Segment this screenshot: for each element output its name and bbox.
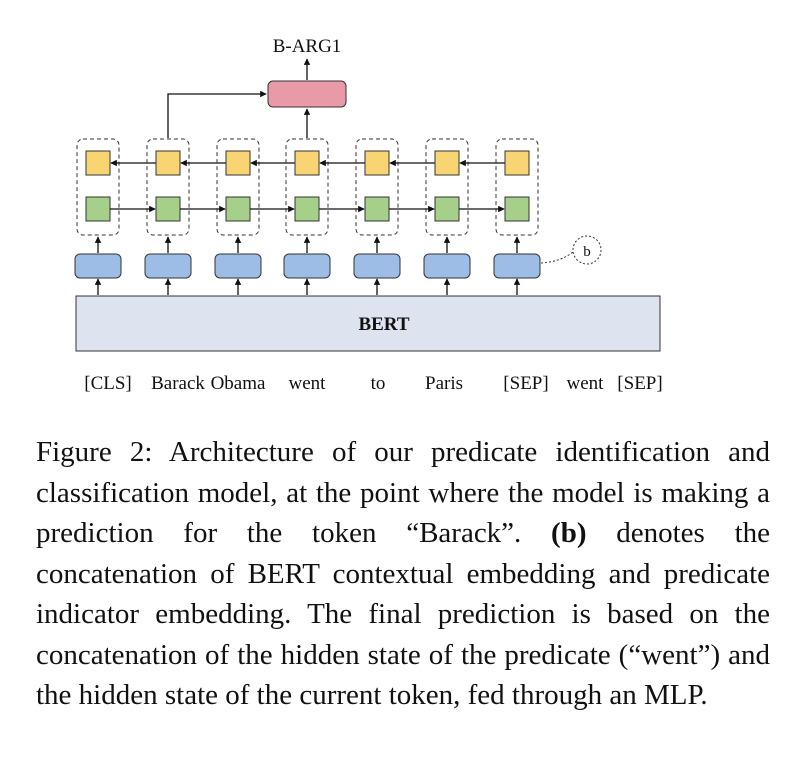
token-label: Barack	[151, 373, 205, 394]
concat-marker-connector	[540, 251, 574, 264]
lstm-column-frame	[76, 138, 120, 236]
lstm-column-frame	[146, 138, 190, 236]
token-label: [CLS]	[84, 373, 132, 394]
barack-to-mlp-arrow	[167, 90, 267, 138]
caption-text-2: denotes the concatenation of BERT contex…	[36, 517, 770, 711]
forward-lstm-cell	[504, 196, 530, 222]
forward-lstm-cell	[225, 196, 251, 222]
token-label: [SEP]	[617, 373, 662, 394]
forward-lstm-cell	[85, 196, 111, 222]
backward-lstm-cell	[364, 150, 390, 176]
backward-lstm-cell	[155, 150, 181, 176]
token-columns	[74, 138, 541, 295]
lstm-column-frame	[425, 138, 469, 236]
token-label: to	[371, 373, 386, 394]
backward-lstm-cell	[85, 150, 111, 176]
embedding-box	[214, 253, 262, 279]
backward-lstm-cell	[294, 150, 320, 176]
token-label: went	[289, 373, 327, 394]
embedding-box	[283, 253, 331, 279]
backward-lstm-cell	[434, 150, 460, 176]
token-label: Paris	[425, 373, 463, 394]
token-label: went	[567, 373, 605, 394]
bert-label: BERT	[358, 314, 409, 335]
embedding-box	[493, 253, 541, 279]
forward-lstm-cell	[294, 196, 320, 222]
mlp-box	[267, 80, 347, 108]
embedding-box	[353, 253, 401, 279]
backward-lstm-cell	[504, 150, 530, 176]
lstm-column-frame	[495, 138, 539, 236]
backward-lstm-cell	[225, 150, 251, 176]
token-labels: [CLS] Barack Obama went to Paris [SEP] went [SEP…	[84, 373, 662, 394]
token-label: Obama	[211, 373, 266, 394]
embedding-box	[144, 253, 192, 279]
output-label: B-ARG1	[273, 36, 342, 57]
bert-box	[75, 295, 661, 352]
embedding-box	[74, 253, 122, 279]
embedding-box	[423, 253, 471, 279]
token-label: [SEP]	[503, 373, 548, 394]
lstm-column-frame	[285, 138, 329, 236]
forward-lstm-cell	[434, 196, 460, 222]
lstm-column-frame	[355, 138, 399, 236]
concat-marker-label: b	[583, 244, 591, 260]
architecture-diagram: B-ARG1 BERT b [CLS] Barack Obama went to Pari…	[74, 36, 663, 394]
forward-lstm-cell	[364, 196, 390, 222]
caption-text-1: Figure 2: Architecture of our predicate …	[36, 436, 770, 549]
forward-lstm-cell	[155, 196, 181, 222]
caption-bold-marker: (b)	[551, 517, 587, 549]
figure-caption: Figure 2: Architecture of our predicate …	[36, 432, 770, 716]
lstm-column-frame	[216, 138, 260, 236]
concat-marker	[572, 235, 602, 265]
